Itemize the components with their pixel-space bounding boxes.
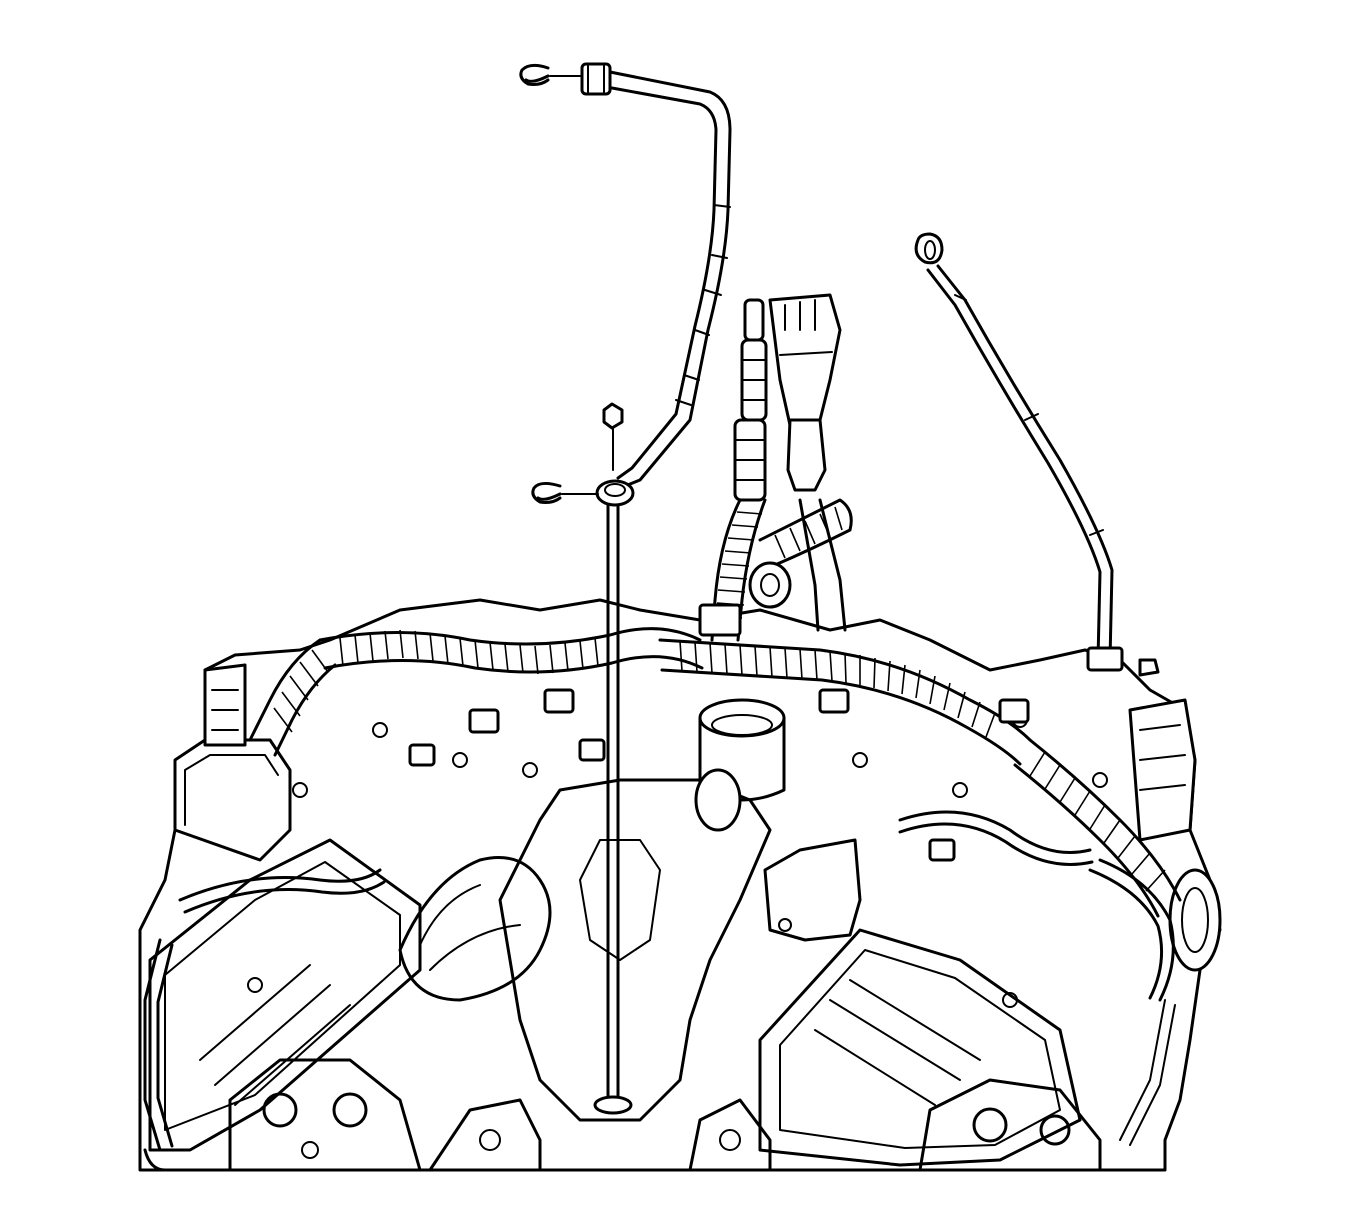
fastener-clip-lower — [531, 481, 599, 504]
engine-assembly — [138, 598, 1222, 1172]
oil-dipstick — [914, 232, 1160, 677]
dipstick-tube — [580, 62, 732, 507]
wiring-harness — [248, 293, 1182, 918]
bolt — [593, 402, 633, 1115]
fastener-clip-upper — [519, 63, 581, 86]
